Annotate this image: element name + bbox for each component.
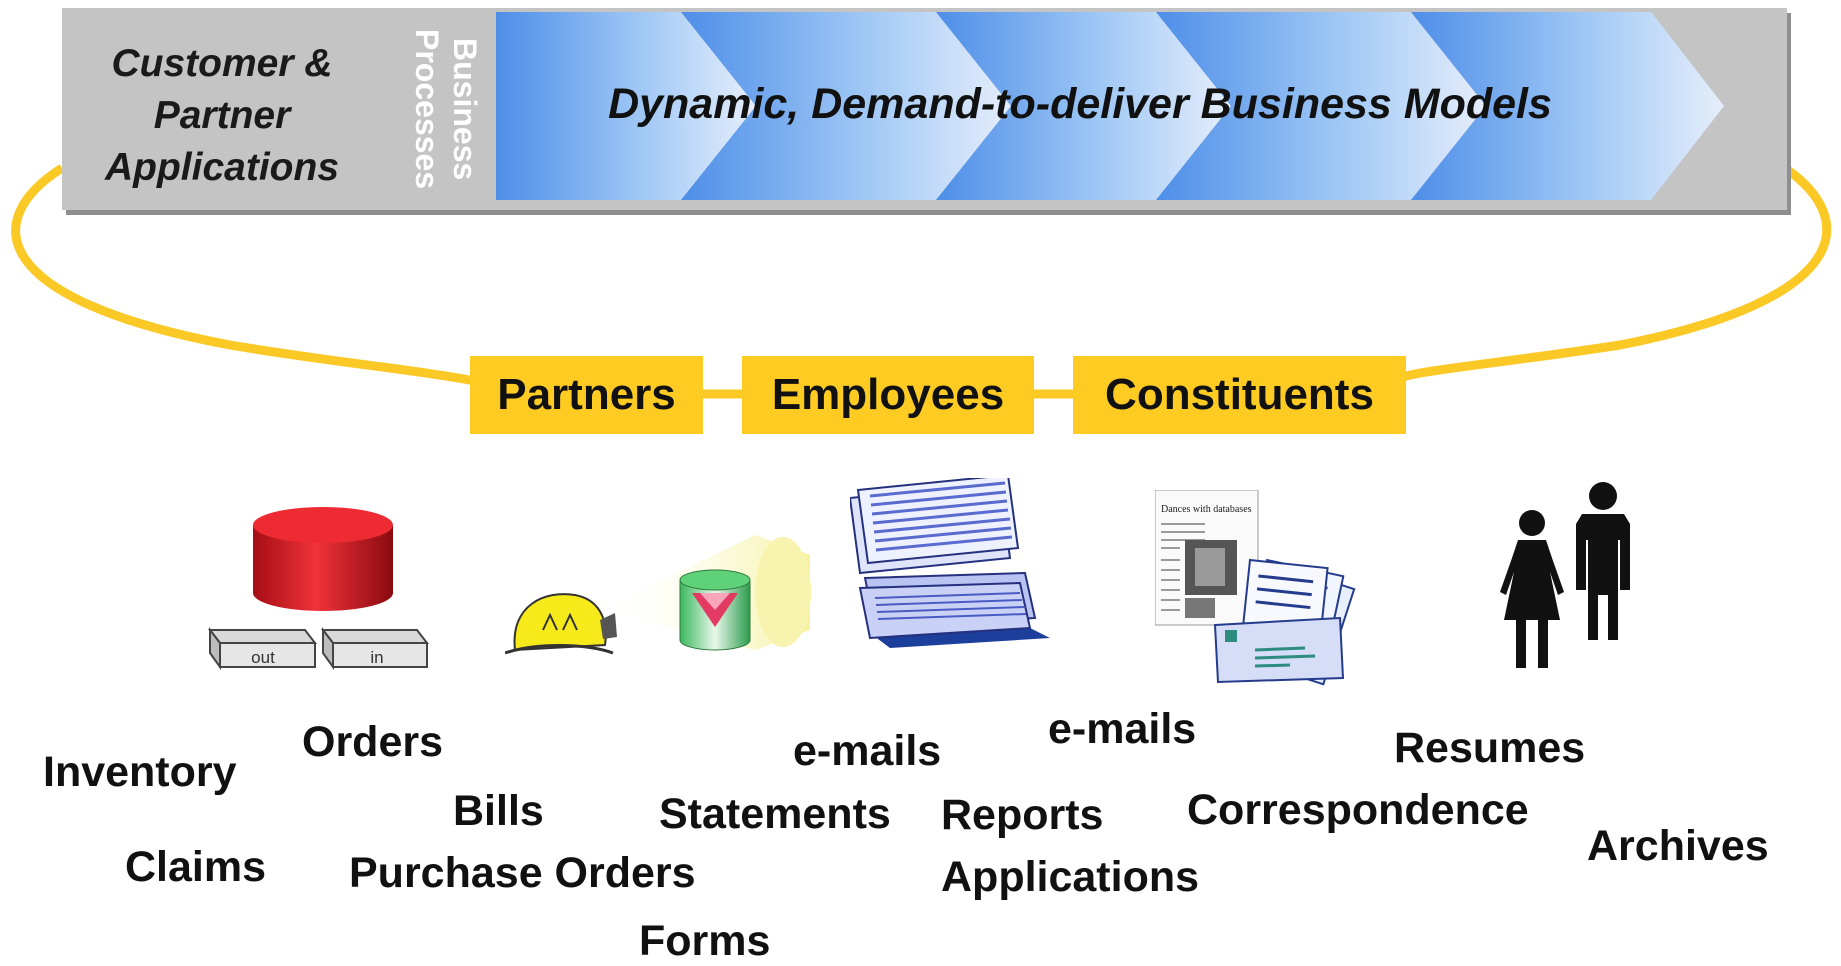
chevron-5 [1411, 12, 1724, 200]
label-orders: Orders [302, 718, 444, 766]
business-models-title: Dynamic, Demand-to-deliver Business Mode… [608, 80, 1552, 128]
label-purchase-orders: Purchase Orders [349, 849, 696, 897]
svg-text:out: out [251, 648, 275, 667]
process-chevrons [496, 12, 1724, 200]
label-forms: Forms [639, 917, 771, 965]
role-employees: Employees [742, 356, 1034, 434]
label-claims: Claims [125, 843, 267, 891]
label-correspondence: Correspondence [1187, 786, 1529, 834]
label-statements: Statements [659, 790, 891, 838]
document-stack-icon [850, 478, 1050, 648]
out-tray-icon: out [207, 627, 318, 671]
chevron-1 [496, 12, 756, 200]
man-icon [1576, 482, 1630, 640]
label-applications: Applications [941, 853, 1200, 901]
role-partners: Partners [470, 356, 703, 434]
label-inventory: Inventory [43, 748, 237, 796]
label-resumes: Resumes [1394, 724, 1586, 772]
role-constituents: Constituents [1073, 356, 1406, 434]
business-processes-text: Business Processes [409, 28, 483, 190]
woman-icon [1500, 510, 1564, 668]
chevron-4 [1156, 12, 1486, 200]
in-tray-icon: in [320, 627, 430, 671]
mining-helmet-icon [505, 535, 811, 655]
database-icon: out in [207, 507, 430, 671]
chevron-2 [681, 12, 1011, 200]
chevron-3 [936, 12, 1231, 200]
label-emails-1: e-mails [793, 727, 942, 775]
svg-text:Dances with databases: Dances with databases [1161, 504, 1252, 515]
label-reports: Reports [941, 791, 1104, 839]
people-icon [1500, 482, 1630, 668]
business-processes-label: Business Processes [398, 14, 494, 204]
label-archives: Archives [1587, 822, 1769, 870]
label-emails-2: e-mails [1048, 705, 1197, 753]
label-bills: Bills [453, 787, 544, 835]
svg-text:in: in [370, 648, 383, 667]
newspaper-icon: Dances with databases [1155, 490, 1356, 686]
envelope-icon [1213, 616, 1345, 684]
customer-partner-applications-title: Customer & Partner Applications [104, 42, 340, 189]
